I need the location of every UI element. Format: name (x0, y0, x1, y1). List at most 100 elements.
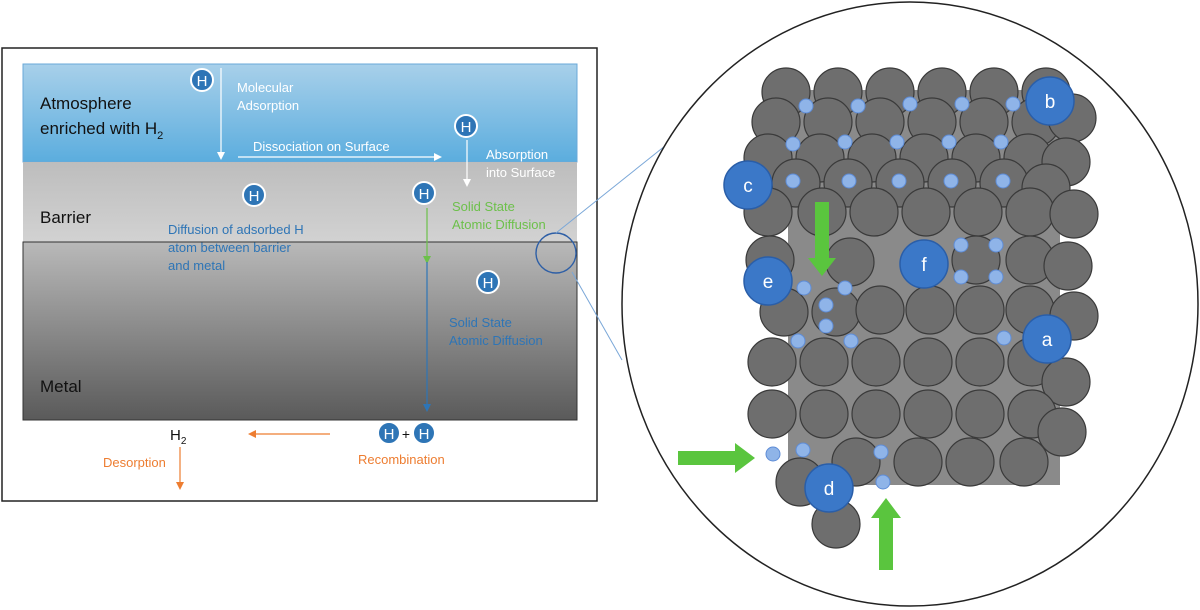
diffusion-adsorbed-label-1: Diffusion of adsorbed H (168, 222, 304, 237)
hydrogen-interstitial (873, 444, 889, 460)
hydrogen-symbol: H (483, 275, 494, 292)
hydrogen-atom-2: H (454, 114, 478, 138)
metal-atom (747, 337, 797, 387)
metal-atom (799, 337, 849, 387)
hydrogen-interstitial (953, 269, 969, 285)
zoom-line-bottom (571, 271, 623, 361)
hydrogen-atom-5: H (476, 270, 500, 294)
hydrogen-interstitial (837, 134, 853, 150)
metal-atom (953, 187, 1003, 237)
metal-atom (849, 187, 899, 237)
site-label-a: a (1042, 330, 1053, 351)
hydrogen-symbol: H (461, 119, 472, 136)
site-b: b (1025, 76, 1075, 126)
solid-state-green-label-2: Atomic Diffusion (452, 217, 546, 232)
metal-atom (1043, 241, 1093, 291)
metal-atom (945, 437, 995, 487)
molecular-adsorption-label-1: Molecular (237, 80, 294, 95)
absorption-label-2: into Surface (486, 165, 555, 180)
hydrogen-interstitial (843, 333, 859, 349)
metal-atom (955, 285, 1005, 335)
metal-atom (855, 285, 905, 335)
metal-atom (903, 337, 953, 387)
metal-atom (955, 337, 1005, 387)
hydrogen-interstitial (995, 173, 1011, 189)
metal-atom (1005, 187, 1055, 237)
hydrogen-interstitial (795, 442, 811, 458)
hydrogen-interstitial (790, 333, 806, 349)
hydrogen-interstitial (765, 446, 781, 462)
hydrogen-symbol: H (419, 426, 430, 443)
atmosphere-label-line2: enriched with H2 (40, 119, 163, 142)
diffusion-adsorbed-label-2: atom between barrier (168, 240, 292, 255)
metal-label: Metal (40, 377, 82, 396)
hydrogen-interstitial (993, 134, 1009, 150)
site-c: c (723, 160, 773, 210)
h2-label: H2 (170, 427, 187, 447)
site-f: f (899, 239, 949, 289)
hydrogen-interstitial (785, 173, 801, 189)
metal-atom (999, 437, 1049, 487)
hydrogen-interstitial (954, 96, 970, 112)
metal-layer (22, 241, 578, 421)
hydrogen-interstitial (953, 237, 969, 253)
metal-lattice (743, 67, 1099, 549)
site-a: a (1022, 314, 1072, 364)
metal-atom (1049, 189, 1099, 239)
hydrogen-interstitial (818, 297, 834, 313)
hydrogen-interstitial (996, 330, 1012, 346)
site-d: d (804, 463, 854, 513)
desorption-label: Desorption (103, 455, 166, 470)
molecular-adsorption-label-2: Adsorption (237, 98, 299, 113)
metal-atom (1041, 357, 1091, 407)
green-arrow-up (871, 498, 901, 570)
hydrogen-interstitial (785, 136, 801, 152)
metal-atom (893, 437, 943, 487)
hydrogen-interstitial (796, 280, 812, 296)
absorption-label-1: Absorption (486, 147, 548, 162)
atmosphere-label-line1: Atmosphere (40, 94, 132, 113)
metal-atom (1037, 407, 1087, 457)
site-label-e: e (763, 272, 774, 293)
hydrogen-interstitial (943, 173, 959, 189)
site-e: e (743, 256, 793, 306)
hydrogen-atom-3: H (242, 183, 266, 207)
site-label-b: b (1045, 92, 1056, 113)
hydrogen-interstitial (889, 134, 905, 150)
site-label-f: f (921, 255, 927, 276)
hydrogen-symbol: H (249, 188, 260, 205)
metal-atom (825, 237, 875, 287)
hydrogen-interstitial (837, 280, 853, 296)
green-arrow-right (678, 443, 755, 473)
atmosphere-layer (22, 63, 578, 163)
barrier-layer (23, 162, 577, 242)
hydrogen-atom-1: H (190, 68, 214, 92)
diffusion-adsorbed-label-3: and metal (168, 258, 225, 273)
site-label-d: d (824, 479, 835, 500)
hydrogen-symbol: H (419, 186, 430, 203)
hydrogen-interstitial (841, 173, 857, 189)
recombination-label: Recombination (358, 452, 445, 467)
green-arrow-down (808, 202, 836, 276)
solid-state-green-label-1: Solid State (452, 199, 515, 214)
metal-atom (903, 389, 953, 439)
hydrogen-symbol: H (197, 73, 208, 90)
metal-atom (851, 337, 901, 387)
hydrogen-symbol: H (384, 426, 395, 443)
metal-atom (799, 389, 849, 439)
metal-atom (905, 285, 955, 335)
hydrogen-interstitial (818, 318, 834, 334)
metal-atom (851, 389, 901, 439)
hydrogen-interstitial (902, 96, 918, 112)
hydrogen-interstitial (891, 173, 907, 189)
solid-state-blue-label-2: Atomic Diffusion (449, 333, 543, 348)
barrier-label: Barrier (40, 208, 91, 227)
solid-state-blue-label-1: Solid State (449, 315, 512, 330)
plus-sign: + (402, 426, 410, 442)
hydrogen-interstitial (1005, 96, 1021, 112)
recombination-pair: H + H (377, 421, 436, 445)
metal-atom (955, 389, 1005, 439)
metal-atom (747, 389, 797, 439)
hydrogen-interstitial (798, 98, 814, 114)
